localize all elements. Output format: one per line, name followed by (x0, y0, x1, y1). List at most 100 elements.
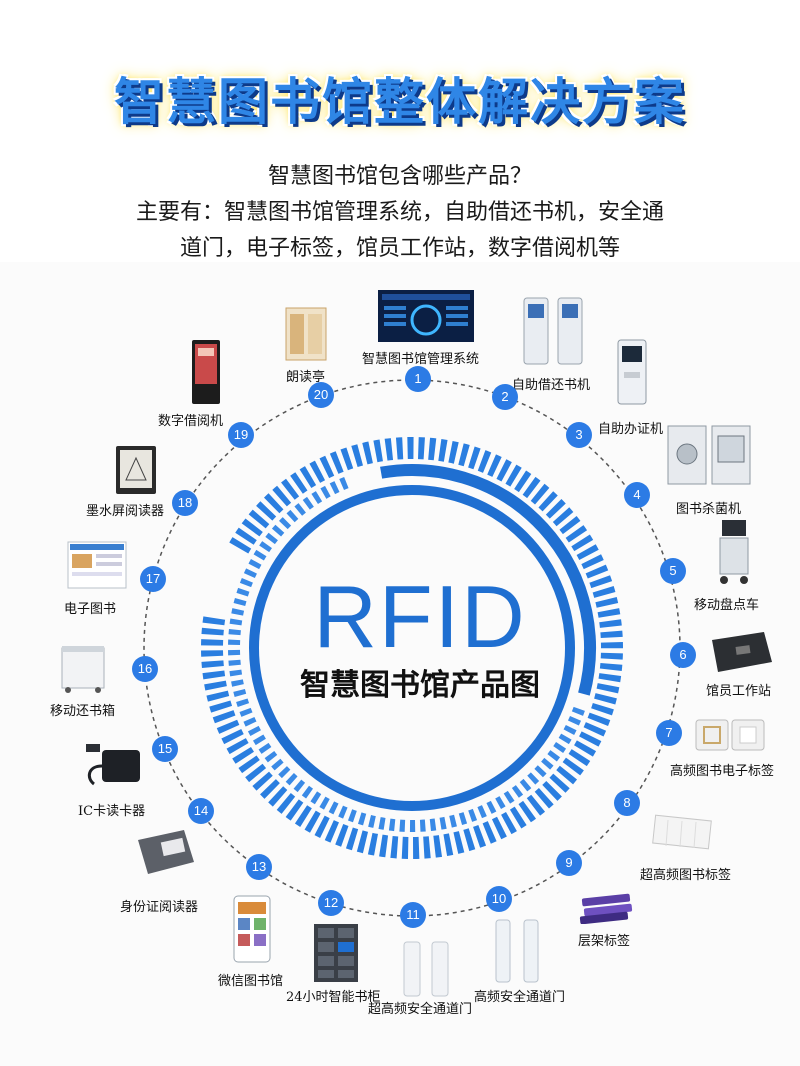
middle-ring-segment (527, 772, 540, 785)
outer-ring-segment (324, 820, 340, 843)
outer-ring-segment (379, 834, 389, 858)
outer-ring-segment (384, 438, 394, 461)
middle-ring-segment (429, 818, 437, 832)
ic-card-reader-icon (86, 744, 140, 786)
product-label-5: 移动盘点车 (694, 598, 760, 613)
middle-ring-segment (233, 597, 247, 606)
outer-ring-segment (226, 738, 249, 755)
product-label-16: 移动还书箱 (50, 704, 116, 719)
outer-ring-segment (538, 491, 558, 512)
middle-ring-segment (271, 758, 284, 771)
middle-ring-segment (301, 785, 314, 799)
outer-ring-segment (501, 811, 517, 835)
middle-ring-segment (329, 481, 340, 495)
self-service-kiosk-icon (523, 297, 583, 365)
outer-ring-segment (276, 793, 296, 814)
middle-ring-segment (534, 765, 547, 778)
product-label-10: 高频安全通道门 (474, 990, 566, 1005)
product-number-2: 2 (492, 384, 518, 410)
middle-ring-segment (247, 725, 261, 736)
uhf-security-gate-icon (403, 941, 449, 997)
id-card-reader-icon (138, 830, 194, 874)
outer-ring-segment (477, 450, 492, 473)
product-label-4: 图书杀菌机 (676, 502, 742, 517)
product-number-11: 11 (400, 902, 426, 928)
middle-ring-segment (236, 698, 250, 708)
product-label-13: 微信图书馆 (218, 974, 284, 989)
middle-ring-segment (231, 679, 244, 687)
middle-ring-segment (286, 509, 299, 523)
eink-reader-icon (116, 446, 156, 494)
outer-ring-segment (530, 483, 550, 505)
middle-ring-segment (553, 742, 567, 753)
outer-ring-segment (581, 554, 604, 570)
hf-security-gate-icon (495, 919, 539, 983)
outer-ring-segment (290, 472, 308, 494)
outer-ring-segment (568, 749, 591, 767)
outer-ring-segment (345, 827, 359, 851)
middle-ring-segment (302, 496, 314, 510)
product-label-8: 超高频图书标签 (640, 868, 732, 883)
reading-booth-icon (285, 307, 327, 361)
product-label-11: 超高频安全通道门 (368, 1002, 473, 1017)
mobile-return-box-icon (61, 646, 105, 693)
rfid-label: RFID (313, 567, 527, 666)
outer-ring-segment (518, 800, 537, 823)
outer-ring-segment (549, 773, 570, 793)
outer-ring-segment (592, 585, 616, 598)
middle-ring-segment (285, 773, 298, 786)
outer-ring-segment (299, 466, 317, 489)
product-label-9: 层架标签 (578, 934, 631, 949)
outer-ring-segment (256, 501, 277, 521)
middle-ring-segment (357, 812, 367, 826)
outer-ring-segment (319, 455, 335, 479)
middle-ring-segment (239, 578, 253, 588)
outer-ring-segment (351, 444, 364, 468)
outer-ring-segment (260, 779, 280, 799)
outer-ring-segment (599, 619, 622, 628)
product-number-8: 8 (614, 790, 640, 816)
middle-ring-segment (458, 812, 468, 826)
product-number-4: 4 (624, 482, 650, 508)
outer-ring-segment (473, 824, 487, 848)
outer-ring-segment (428, 437, 437, 461)
outer-ring-segment (594, 693, 617, 705)
outer-ring-segment (390, 836, 399, 859)
middle-ring-segment (567, 715, 582, 726)
product-label-14: 身份证阅读器 (120, 900, 199, 915)
inventory-cart-icon (719, 520, 749, 584)
outer-ring-segment (596, 683, 620, 694)
middle-ring-segment (328, 801, 339, 815)
outer-ring-segment (209, 700, 233, 713)
outer-ring-segment (599, 662, 623, 671)
outer-ring-segment (362, 441, 373, 465)
outer-ring-segment (367, 832, 379, 856)
wechat-library-phone-icon (233, 895, 271, 963)
outer-ring-segment (509, 806, 527, 829)
product-number-9: 9 (556, 850, 582, 876)
product-number-3: 3 (566, 422, 592, 448)
middle-ring-segment (368, 815, 376, 828)
middle-ring-segment (558, 733, 572, 745)
digital-borrowing-kiosk-icon (192, 340, 220, 404)
middle-ring-segment (495, 796, 506, 810)
smart-bookcase-icon (314, 924, 358, 982)
middle-ring-segment (229, 618, 243, 626)
middle-ring-segment (293, 779, 306, 793)
product-number-10: 10 (486, 886, 512, 912)
outer-ring-segment (453, 831, 465, 854)
product-number-14: 14 (188, 798, 214, 824)
middle-ring-segment (239, 707, 253, 717)
outer-ring-segment (496, 459, 512, 482)
middle-ring-segment (231, 608, 245, 616)
outer-ring-segment (294, 805, 312, 827)
product-label-1: 智慧图书馆管理系统 (362, 352, 480, 367)
middle-ring-segment (571, 706, 585, 716)
product-label-6: 馆员工作站 (706, 684, 772, 699)
outer-ring-segment (443, 833, 454, 857)
intro-answer-line2: 道门，电子标签，馆员工作站，数字借阅机等 (179, 236, 620, 261)
outer-ring-segment (216, 719, 240, 734)
middle-ring-segment (338, 805, 348, 819)
product-label-15: IC卡读卡器 (78, 804, 146, 819)
outer-ring-segment (565, 525, 588, 543)
